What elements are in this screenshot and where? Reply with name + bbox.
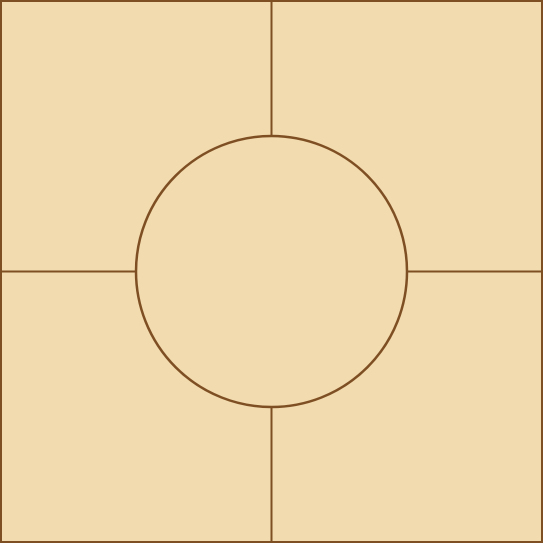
center-circle[interactable] [134, 134, 409, 409]
